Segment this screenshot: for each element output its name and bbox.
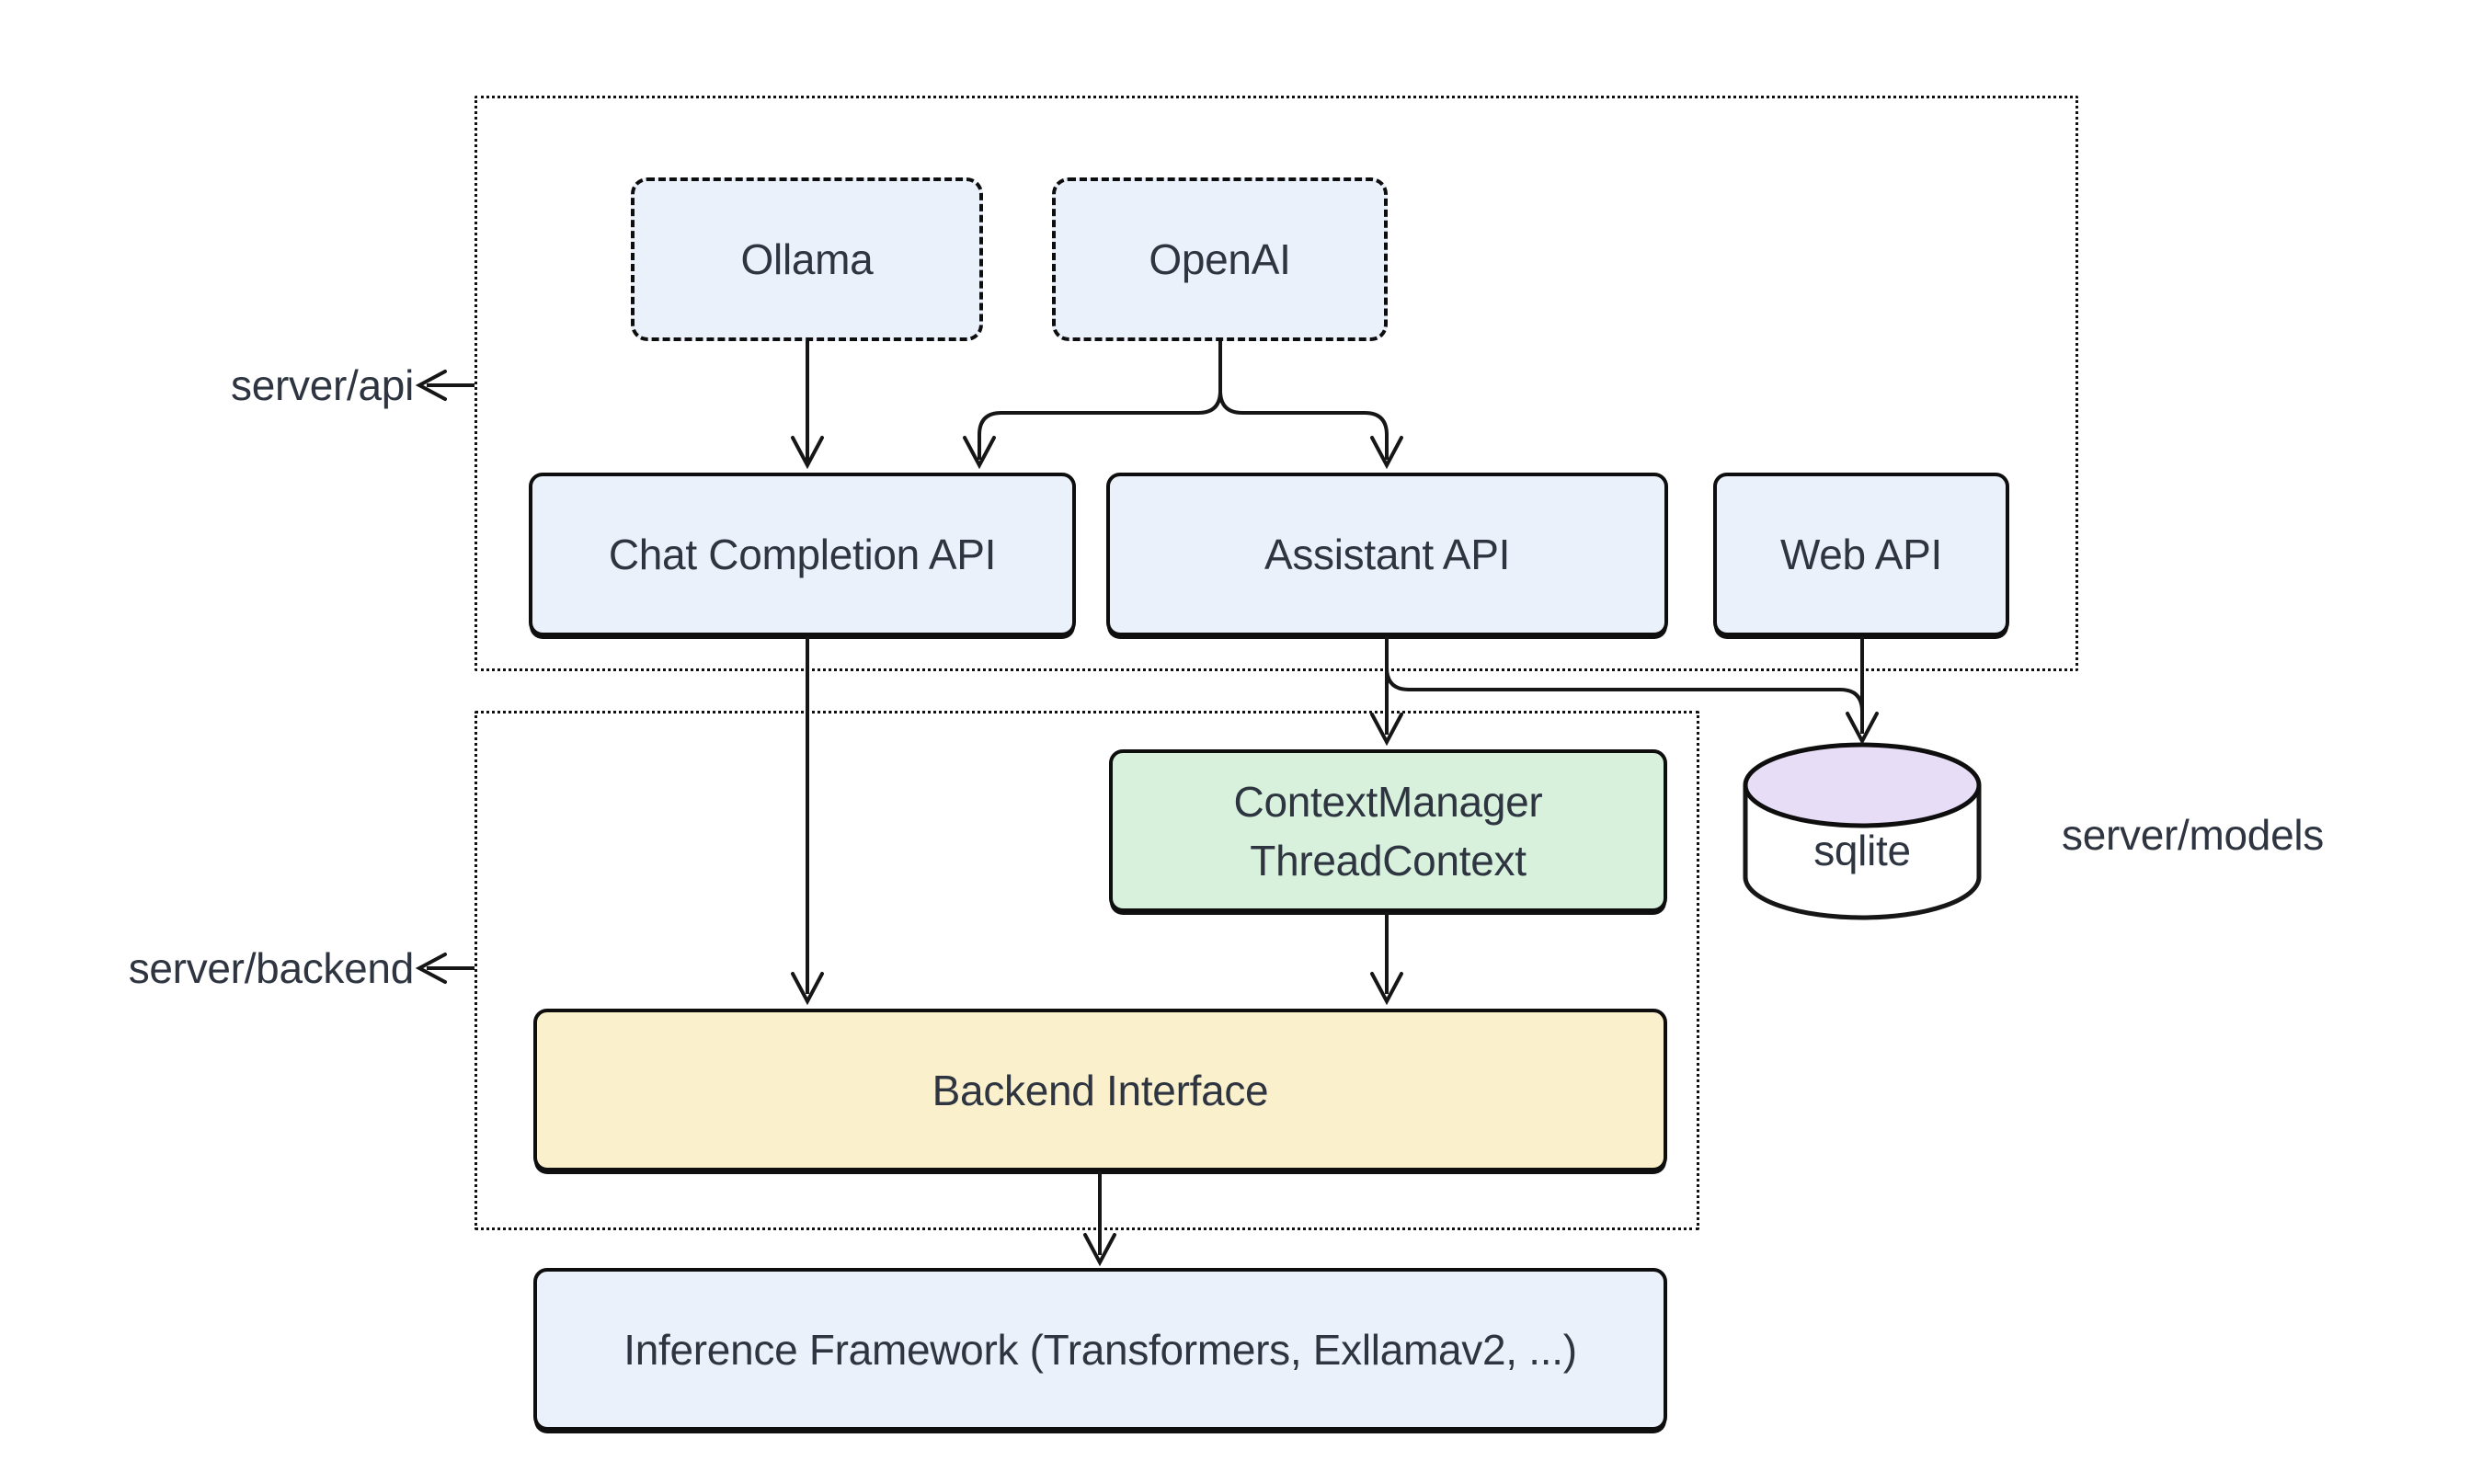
node-context-manager: ContextManager ThreadContext [1109,749,1667,912]
node-openai-label: OpenAI [1149,235,1291,283]
node-inference-framework-label: Inference Framework (Transformers, Exlla… [623,1325,1577,1374]
arrowhead-server-api-pointer [415,370,447,401]
server-api-pointer [415,370,475,401]
server-api-container [475,96,2078,671]
node-context-manager-line1: ContextManager [1233,777,1543,826]
node-inference-framework: Inference Framework (Transformers, Exlla… [533,1268,1667,1431]
node-ollama-label: Ollama [740,235,874,283]
server-backend-pointer [415,953,475,984]
node-assistant-api: Assistant API [1106,473,1668,636]
node-chat-completion-api-label: Chat Completion API [608,531,997,578]
connector-assistant-to-sqlite [1385,667,1864,713]
node-ollama: Ollama [631,177,983,341]
node-sqlite-label: sqlite [1813,827,1911,874]
node-chat-completion-api: Chat Completion API [529,473,1076,636]
node-assistant-api-label: Assistant API [1264,531,1511,578]
server-models-label: server/models [2062,811,2324,859]
node-web-api: Web API [1713,473,2009,636]
node-context-manager-line2: ThreadContext [1250,836,1527,885]
arrowhead-webapi-to-sqlite [1846,712,1879,746]
sqlite-cylinder-top [1743,742,1982,828]
node-web-api-label: Web API [1779,531,1943,578]
arrowhead-server-backend-pointer [415,953,447,984]
server-backend-container [475,711,1699,1230]
node-backend-interface: Backend Interface [533,1009,1667,1171]
server-api-label: server/api [231,361,414,409]
node-backend-interface-label: Backend Interface [932,1066,1269,1114]
node-openai: OpenAI [1052,177,1388,341]
arrowhead-backend-to-inference [1083,1233,1116,1267]
server-backend-label: server/backend [128,944,415,992]
